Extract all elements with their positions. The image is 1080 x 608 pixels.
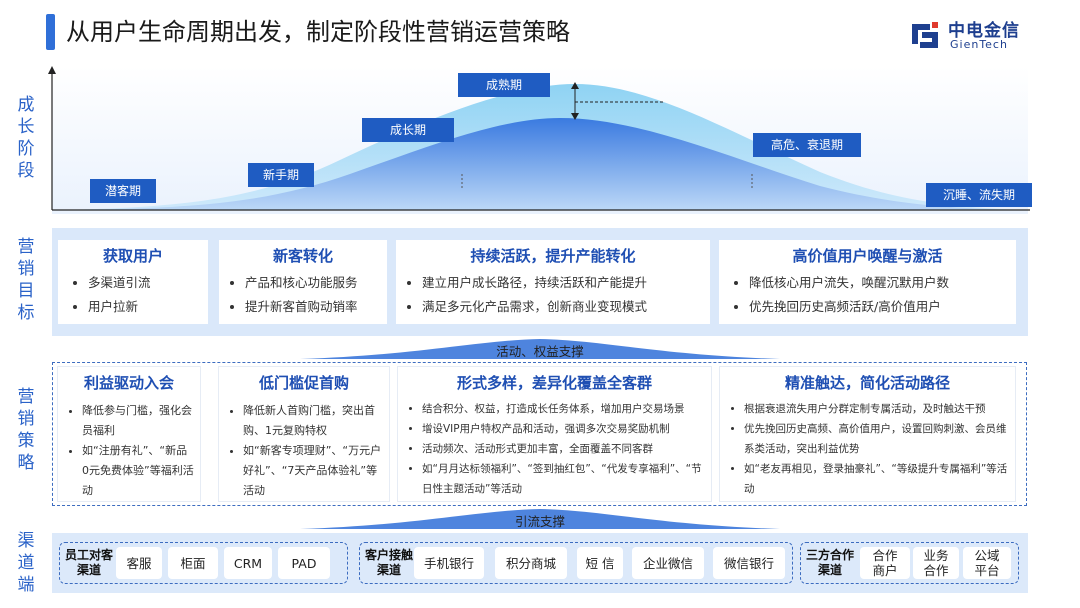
stage-tag-prospect: 潜客期 <box>90 179 156 203</box>
strategy-item: 如“新客专项理财”、“万元户好礼”、“7天产品体验礼”等活动 <box>243 441 383 501</box>
channel-group-partner <box>800 542 1019 584</box>
channel-item-crm[interactable]: CRM <box>224 547 272 579</box>
gap-arrow-down <box>571 113 579 120</box>
side-label-strategy: 营销策略 <box>17 387 35 473</box>
strategy-card-precise: 精准触达，简化活动路径 根据衰退流失用户分群定制专属活动，及时触达干预 优先挽回… <box>719 366 1016 502</box>
goal-item: 产品和核心功能服务 <box>245 271 387 295</box>
strategy-title: 精准触达，简化活动路径 <box>784 374 950 392</box>
goal-item: 建立用户成长路径，持续活跃和产能提升 <box>422 271 710 295</box>
activity-support-label: 活动、权益支撑 <box>496 344 584 359</box>
channel-item-merchant[interactable]: 合作商户 <box>860 547 910 579</box>
strategy-item: 增设VIP用户特权产品和活动，强调多次交易奖励机制 <box>422 419 705 439</box>
logo-en-text: GienTech <box>950 38 1008 51</box>
goal-item: 满足多元化产品需求，创新商业变现模式 <box>422 295 710 319</box>
channel-item-wechat-bank[interactable]: 微信银行 <box>713 547 785 579</box>
goal-list: 多渠道引流 用户拉新 <box>58 271 208 319</box>
stage-tag-mature: 成熟期 <box>458 73 550 97</box>
gientech-logo-icon <box>912 22 938 48</box>
strategy-card-first-buy: 低门槛促首购 降低新人首购门槛，突出首购、1元复购特权 如“新客专项理财”、“万… <box>218 366 390 502</box>
strategy-title: 利益驱动入会 <box>83 374 174 392</box>
channel-item-counter[interactable]: 柜面 <box>168 547 218 579</box>
strategy-card-incentive: 利益驱动入会 降低参与门槛，强化会员福利 如“注册有礼”、“新品0元免费体验”等… <box>57 366 201 502</box>
goal-title: 持续活跃，提升产能转化 <box>470 247 636 265</box>
strategy-item: 优先挽回历史高频、高价值用户，设置回购刺激、会员维系类活动，突出利益优势 <box>744 419 1009 459</box>
strategy-list: 结合积分、权益，打造成长任务体系，增加用户交易场景 增设VIP用户特权产品和活动… <box>398 399 711 499</box>
strategy-list: 根据衰退流失用户分群定制专属活动，及时触达干预 优先挽回历史高频、高价值用户，设… <box>720 399 1015 499</box>
channel-group-head: 三方合作渠道 <box>805 548 854 577</box>
title-accent-bar <box>46 14 55 50</box>
goal-card-convert: 新客转化 产品和核心功能服务 提升新客首购动销率 <box>219 240 387 324</box>
goal-card-reactivate: 高价值用户唤醒与激活 降低核心用户流失，唤醒沉默用户数 优先挽回历史高频活跃/高… <box>719 240 1016 324</box>
y-axis-arrow <box>48 66 56 74</box>
goal-list: 产品和核心功能服务 提升新客首购动销率 <box>219 271 387 319</box>
channel-item-points-mall[interactable]: 积分商城 <box>495 547 567 579</box>
goal-card-acquire: 获取用户 多渠道引流 用户拉新 <box>58 240 208 324</box>
strategy-item: 活动频次、活动形式更加丰富，全面覆盖不同客群 <box>422 439 705 459</box>
strategy-title: 形式多样，差异化覆盖全客群 <box>456 374 652 392</box>
channel-item-business[interactable]: 业务合作 <box>913 547 959 579</box>
channel-item-wecom[interactable]: 企业微信 <box>632 547 704 579</box>
strategy-item: 降低新人首购门槛，突出首购、1元复购特权 <box>243 401 383 441</box>
channel-item-public-platform[interactable]: 公域平台 <box>963 547 1011 579</box>
goal-list: 建立用户成长路径，持续活跃和产能提升 满足多元化产品需求，创新商业变现模式 <box>396 271 710 319</box>
channel-group-staff <box>59 542 348 584</box>
strategy-title: 低门槛促首购 <box>258 374 349 392</box>
channel-item-pad[interactable]: PAD <box>278 547 330 579</box>
logo-cn-text: 中电金信 <box>948 21 1020 41</box>
channel-item-mobile-bank[interactable]: 手机银行 <box>414 547 484 579</box>
channel-item-customer-service[interactable]: 客服 <box>116 547 162 579</box>
strategy-item: 如“注册有礼”、“新品0元免费体验”等福利活动 <box>82 441 194 501</box>
strategy-panel <box>52 362 1027 506</box>
activity-support-band <box>300 339 780 359</box>
channel-group-head: 员工对客渠道 <box>64 548 113 577</box>
strategy-item: 降低参与门槛，强化会员福利 <box>82 401 194 441</box>
goal-title: 高价值用户唤醒与激活 <box>792 247 943 265</box>
strategy-card-diverse: 形式多样，差异化覆盖全客群 结合积分、权益，打造成长任务体系，增加用户交易场景 … <box>397 366 712 502</box>
side-label-goal: 营销目标 <box>17 237 35 323</box>
goal-item: 用户拉新 <box>88 295 208 319</box>
strategy-item: 如“月月达标领福利”、“签到抽红包”、“代发专享福利”、“节日性主题活动”等活动 <box>422 459 705 499</box>
page-title: 从用户生命周期出发，制定阶段性营销运营策略 <box>66 18 570 46</box>
stage-tag-growth: 成长期 <box>362 118 454 142</box>
channel-group-head: 客户接触渠道 <box>364 548 413 577</box>
strategy-item: 根据衰退流失用户分群定制专属活动，及时触达干预 <box>744 399 1009 419</box>
strategy-list: 降低新人首购门槛，突出首购、1元复购特权 如“新客专项理财”、“万元户好礼”、“… <box>219 401 389 501</box>
stage-tag-newbie: 新手期 <box>248 163 314 187</box>
gap-arrow-up <box>571 82 579 89</box>
goal-item: 降低核心用户流失，唤醒沉默用户数 <box>749 271 1016 295</box>
inner-curve-area <box>52 118 1030 210</box>
goal-item: 多渠道引流 <box>88 271 208 295</box>
strategy-list: 降低参与门槛，强化会员福利 如“注册有礼”、“新品0元免费体验”等福利活动 <box>58 401 200 501</box>
stage-tag-dormant: 沉睡、流失期 <box>926 183 1032 207</box>
goal-item: 优先挽回历史高频活跃/高价值用户 <box>749 295 1016 319</box>
goal-item: 提升新客首购动销率 <box>245 295 387 319</box>
side-label-stage: 成长阶段 <box>17 95 35 181</box>
goal-list: 降低核心用户流失，唤醒沉默用户数 优先挽回历史高频活跃/高价值用户 <box>719 271 1016 319</box>
company-logo: 中电金信 GienTech <box>908 16 1028 52</box>
channel-item-sms[interactable]: 短 信 <box>577 547 623 579</box>
goal-title: 获取用户 <box>102 247 163 265</box>
strategy-item: 如“老友再相见，登录抽豪礼”、“等级提升专属福利”等活动 <box>744 459 1009 499</box>
strategy-item: 结合积分、权益，打造成长任务体系，增加用户交易场景 <box>422 399 705 419</box>
traffic-support-band <box>300 509 780 529</box>
channel-group-contact <box>359 542 793 584</box>
stage-tag-decline: 高危、衰退期 <box>753 133 861 157</box>
goal-card-active: 持续活跃，提升产能转化 建立用户成长路径，持续活跃和产能提升 满足多元化产品需求… <box>396 240 710 324</box>
traffic-support-label: 引流支撑 <box>514 514 565 529</box>
side-label-channel: 渠道端 <box>17 531 35 595</box>
goal-title: 新客转化 <box>272 247 333 265</box>
